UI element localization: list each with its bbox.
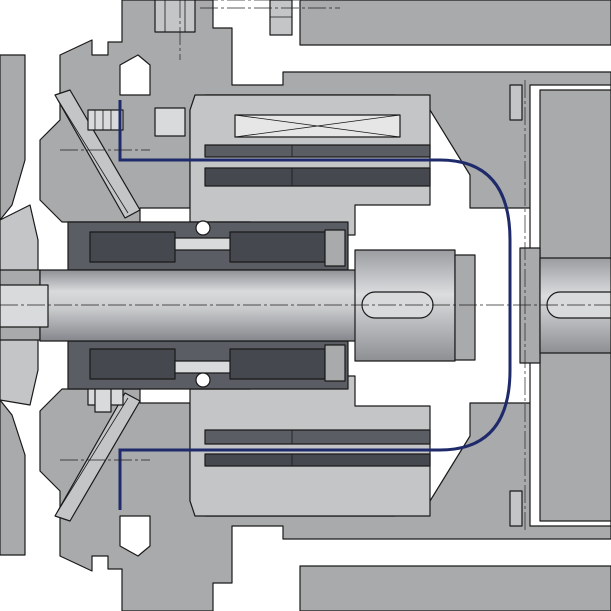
outer-magnet-upper <box>204 114 431 187</box>
bearing-upper <box>67 220 349 271</box>
hex-bolt-icon <box>87 107 186 137</box>
hex-bolt-icon <box>154 0 196 33</box>
centerlines <box>0 0 611 530</box>
rear-shaft <box>539 257 611 354</box>
set-screw-icon <box>269 0 293 36</box>
seal-cover-lower <box>54 392 141 522</box>
pump-casing-left <box>0 54 41 556</box>
seal-cover-upper <box>54 89 141 219</box>
outer-magnet-lower <box>204 429 431 467</box>
main-shaft <box>0 249 476 362</box>
bearing-lower <box>67 340 349 390</box>
